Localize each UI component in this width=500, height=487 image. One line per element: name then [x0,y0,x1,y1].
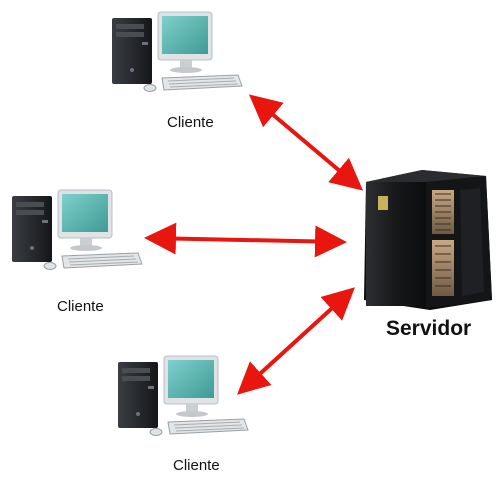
server-label: Servidor [386,317,472,340]
client-label: Cliente [173,457,220,474]
server-icon [364,170,492,310]
client-computer-icon [11,189,143,270]
connection-arrow-client-2 [144,222,347,258]
client-label: Cliente [57,298,104,315]
client-computer-icon [111,11,243,92]
connection-arrow-client-3 [237,287,355,395]
connection-arrow-client-1 [248,94,364,191]
client-computer-icon [117,355,249,436]
client-label: Cliente [167,114,214,131]
